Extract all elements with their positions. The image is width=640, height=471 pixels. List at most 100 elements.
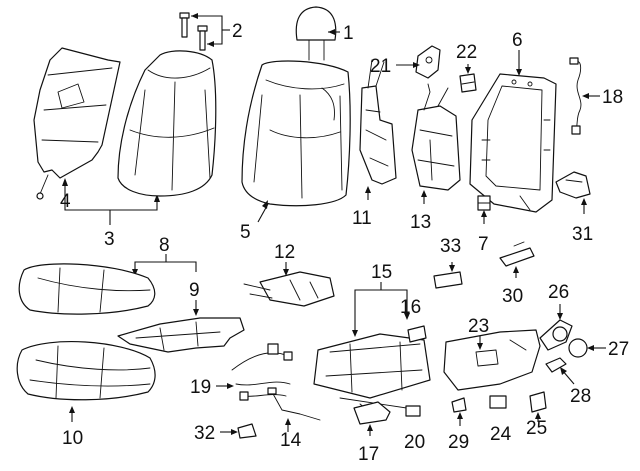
leader-16-arrow	[404, 313, 410, 320]
callout-7: 7	[478, 234, 489, 255]
part-29-clip	[451, 397, 467, 413]
callout-18: 18	[602, 87, 623, 108]
leader-13-arrow	[421, 190, 427, 197]
part-22-clip	[459, 73, 477, 93]
leader-19-arrow	[227, 383, 234, 389]
part-21-bracket	[415, 45, 441, 79]
part-24-clip	[489, 395, 507, 409]
part-3-seatback-cover	[117, 50, 217, 197]
callout-4: 4	[60, 191, 71, 212]
leader-22-arrow	[465, 67, 471, 74]
callout-33: 33	[440, 236, 461, 257]
callout-5: 5	[240, 222, 251, 243]
leader-28-arrow	[560, 367, 567, 375]
part-8-cushion-cover	[18, 263, 156, 315]
leader-27-arrow	[587, 345, 594, 351]
leader-10-arrow	[69, 406, 75, 413]
callout-26: 26	[548, 282, 569, 303]
leader-29-arrow	[457, 412, 463, 419]
callout-21: 21	[370, 56, 391, 77]
leader-7-arrow	[481, 210, 487, 217]
callout-9: 9	[189, 280, 200, 301]
part-2-screws	[179, 12, 208, 51]
leader-4-3	[64, 182, 158, 211]
callout-17: 17	[358, 444, 379, 465]
part-16-clip	[407, 325, 427, 343]
callout-13: 13	[410, 212, 431, 233]
part-33-cap	[433, 271, 463, 289]
part-11-side-bracket	[359, 59, 397, 185]
part-25-cover	[529, 391, 547, 413]
part-1-headrest	[295, 6, 337, 61]
callout-6: 6	[512, 30, 523, 51]
part-27-knob	[568, 338, 588, 358]
callout-28: 28	[570, 386, 591, 407]
part-17-bracket	[353, 401, 391, 425]
leader-21-arrow	[413, 62, 420, 68]
leader-8-9	[134, 261, 197, 272]
leader-5-arrow	[262, 200, 268, 209]
leader-31-arrow	[581, 198, 587, 205]
callout-16: 16	[400, 297, 421, 318]
leader-4-arrow	[62, 178, 68, 186]
part-20-cap	[405, 405, 421, 417]
callout-11: 11	[352, 208, 372, 229]
leader-32-arrow	[231, 429, 238, 435]
callout-25: 25	[526, 418, 547, 439]
part-7-clip	[477, 195, 491, 211]
callout-19: 19	[190, 377, 211, 398]
leader-17-arrow	[367, 424, 373, 431]
part-10-cushion-pad	[16, 340, 156, 401]
leader-15-arrow	[352, 330, 358, 337]
part-14-cable	[267, 387, 321, 421]
callout-2: 2	[232, 21, 243, 42]
part-26-lever	[539, 319, 573, 351]
leader-2-arrow-b	[207, 41, 214, 47]
part-23-side-shield	[443, 329, 541, 391]
part-5-seatback-pad	[241, 60, 351, 207]
callout-23: 23	[468, 316, 489, 337]
leader-18-arrow	[582, 93, 589, 99]
part-12-adjuster	[243, 271, 335, 307]
part-28-cover	[545, 357, 567, 373]
callout-22: 22	[456, 42, 477, 63]
callout-27: 27	[608, 339, 629, 360]
leader-9-arrow	[193, 309, 199, 316]
callout-24: 24	[490, 424, 512, 445]
callout-29: 29	[448, 432, 469, 453]
callout-12: 12	[274, 242, 295, 263]
part-30-handle	[499, 241, 535, 267]
part-9-cushion-heater	[117, 317, 245, 353]
callout-1: 1	[343, 23, 354, 44]
leader-30-arrow	[513, 266, 519, 273]
part-32-clip	[237, 423, 257, 439]
part-18-wire-harness	[569, 57, 582, 135]
callout-8: 8	[159, 235, 170, 256]
callout-10: 10	[62, 428, 83, 449]
part-15-seat-track	[313, 333, 431, 421]
leader-33-arrow	[449, 265, 455, 272]
part-6-seatback-frame	[469, 73, 557, 213]
leader-3-arrow	[154, 194, 160, 202]
part-13-side-bracket	[411, 83, 461, 191]
leader-1-arrow	[328, 29, 335, 35]
leader-11-arrow	[365, 186, 371, 193]
part-4-heater-mat	[33, 47, 121, 200]
leader-2-arrow	[191, 13, 198, 19]
callout-15: 15	[371, 262, 392, 283]
callout-30: 30	[502, 286, 523, 307]
callout-32: 32	[194, 423, 215, 444]
leader-26-arrow	[557, 313, 563, 320]
leader-25-arrow	[535, 412, 541, 419]
leader-14-arrow	[285, 418, 291, 425]
callout-31: 31	[572, 224, 593, 245]
callout-14: 14	[280, 430, 302, 451]
part-31-bracket	[555, 171, 591, 199]
callout-3: 3	[104, 229, 115, 250]
leader-8-arrow	[132, 269, 138, 276]
callout-20: 20	[404, 432, 425, 453]
part-19-wire-harness	[231, 343, 293, 401]
leader-23-arrow	[477, 343, 483, 350]
